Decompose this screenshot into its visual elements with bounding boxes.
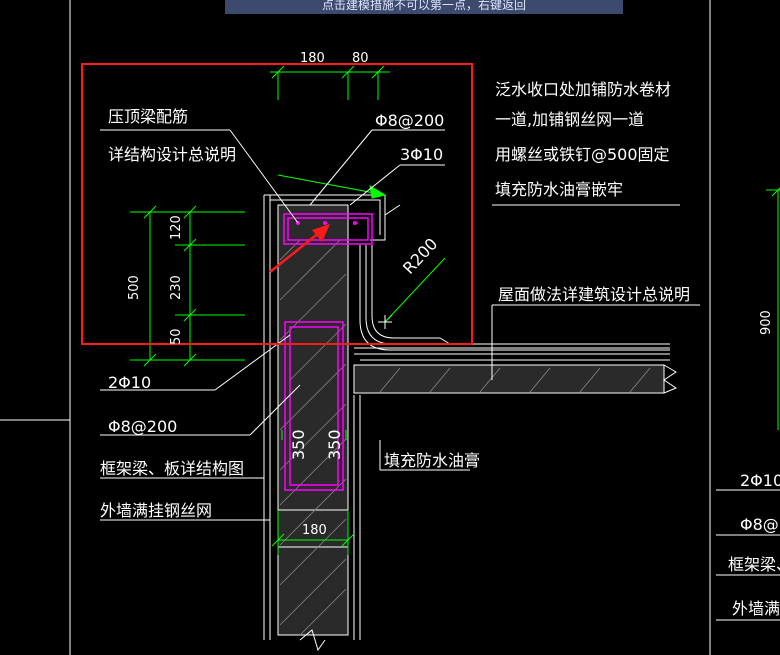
dim-500: 500: [127, 275, 142, 300]
flashing-note-1: 泛水收口处加铺防水卷材: [495, 80, 671, 99]
label-2phi10: 2Φ10: [108, 373, 151, 392]
dim-180-bottom: 180: [302, 523, 327, 538]
dimension-lines: [130, 65, 780, 555]
slab-hatch: [379, 367, 651, 393]
dim-50: 50: [169, 328, 184, 345]
dim-r200: R200: [399, 234, 441, 277]
dim-900: 900: [759, 310, 774, 335]
leader-lines: [100, 129, 780, 621]
highlight-arrow: [269, 231, 321, 273]
highlight-arrowhead: [312, 224, 330, 242]
dim-180-top: 180: [300, 51, 325, 66]
flashing-note-4: 填充防水油膏嵌牢: [495, 180, 623, 199]
flashing-note-2: 一道,加铺钢丝网一道: [495, 110, 644, 129]
highlight-box: [81, 63, 473, 345]
dim-120: 120: [169, 215, 184, 240]
right-label-frame: 框架梁、: [728, 555, 780, 574]
roof-slab: [353, 347, 678, 394]
label-stirrup-top: Φ8@200: [375, 111, 444, 130]
right-label-mesh: 外墙满挂: [732, 599, 780, 618]
label-roof-note: 屋面做法详建筑设计总说明: [498, 285, 690, 304]
label-stirrup-lower: Φ8@200: [108, 417, 177, 436]
crosshair-cursor: [378, 315, 392, 329]
label-3phi10: 3Φ10: [400, 145, 443, 164]
dim-350-a: 350: [289, 429, 308, 460]
rebar-column: [284, 321, 344, 491]
label-steel-mesh: 外墙满挂钢丝网: [100, 501, 212, 520]
label-coping-beam: 压顶梁配筋: [108, 107, 188, 126]
top-hint-banner: 点击建模措施不可以第一点，右键返回: [225, 0, 623, 14]
right-label-2phi10: 2Φ10: [740, 471, 780, 490]
label-frame-beam: 框架梁、板详结构图: [100, 459, 244, 478]
label-fill-sealant: 填充防水油膏: [384, 451, 480, 470]
label-coping-beam-note: 详结构设计总说明: [108, 145, 236, 164]
flashing-note-3: 用螺丝或铁钉@500固定: [495, 145, 670, 164]
rebar-coping: [283, 213, 373, 245]
right-label-stirrup: Φ8@: [740, 515, 779, 534]
dim-350-b: 350: [325, 429, 344, 460]
dim-80-top: 80: [352, 51, 369, 66]
dim-230: 230: [169, 275, 184, 300]
